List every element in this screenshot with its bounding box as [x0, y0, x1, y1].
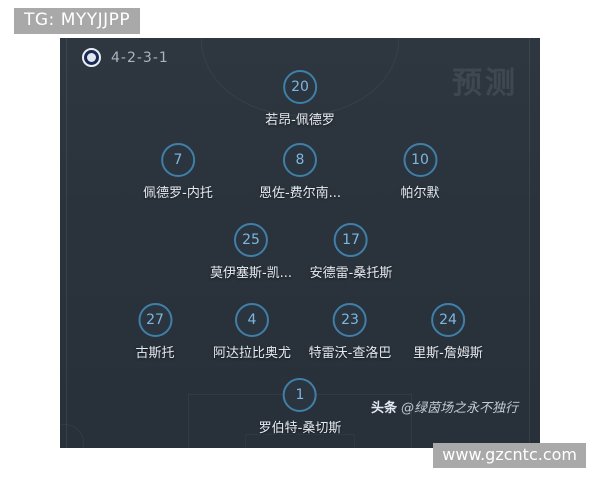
player-number-badge: 25: [234, 223, 268, 257]
player-attacking-midfielder[interactable]: 8 恩佐-费尔南...: [259, 143, 341, 201]
player-number-badge: 8: [283, 143, 317, 177]
player-name-label: 安德雷-桑托斯: [309, 266, 393, 281]
player-name-label: 莫伊塞斯-凯...: [209, 266, 293, 281]
player-name-label: 古斯托: [135, 346, 175, 361]
attribution: 头条 @绿茵场之永不独行: [371, 397, 518, 416]
player-right-back[interactable]: 24 里斯-詹姆斯: [413, 303, 483, 361]
player-name-label: 阿达拉比奥尤: [212, 346, 292, 361]
player-name-label: 里斯-詹姆斯: [413, 346, 483, 361]
player-number-badge: 7: [160, 143, 195, 177]
prediction-watermark: 预测: [452, 66, 518, 101]
telegram-watermark: TG: MYYJJPP: [14, 8, 141, 34]
player-name-label: 罗伯特-桑切斯: [258, 421, 342, 436]
attribution-source: 头条: [370, 401, 397, 416]
chelsea-crest-icon: [82, 48, 101, 67]
pitch-line-right-touchline: [529, 38, 530, 448]
player-name-label: 帕尔默: [400, 186, 440, 201]
player-number-badge: 23: [332, 303, 367, 337]
player-defensive-midfielder[interactable]: 25 莫伊塞斯-凯...: [210, 223, 292, 281]
player-centre-back[interactable]: 23 特雷沃-查洛巴: [308, 303, 392, 361]
player-number-badge: 24: [430, 303, 465, 337]
player-name-label: 佩德罗-内托: [143, 186, 213, 201]
pitch-line-left-touchline: [66, 38, 67, 448]
player-number-badge: 27: [137, 303, 172, 337]
player-left-winger[interactable]: 7 佩德罗-内托: [143, 143, 213, 201]
player-name-label: 特雷沃-查洛巴: [308, 346, 392, 361]
player-name-label: 若昂-佩德罗: [265, 113, 335, 128]
site-watermark: www.gzcntc.com: [433, 443, 586, 468]
player-number-badge: 20: [282, 70, 317, 104]
player-number-badge: 10: [402, 143, 437, 177]
player-striker[interactable]: 20 若昂-佩德罗: [265, 70, 335, 128]
player-number-badge: 17: [333, 223, 368, 257]
player-name-label: 恩佐-费尔南...: [258, 186, 342, 201]
player-left-back[interactable]: 27 古斯托: [135, 303, 175, 361]
player-number-badge: 1: [282, 378, 317, 412]
player-goalkeeper[interactable]: 1 罗伯特-桑切斯: [258, 378, 342, 436]
pitch-goal-box: [245, 434, 355, 448]
player-defensive-midfielder[interactable]: 17 安德雷-桑托斯: [309, 223, 393, 281]
attribution-handle: @绿茵场之永不独行: [400, 401, 518, 416]
player-number-badge: 4: [234, 303, 269, 337]
player-centre-back[interactable]: 4 阿达拉比奥尤: [213, 303, 291, 361]
lineup-pitch: 4-2-3-1 预测 头条 @绿茵场之永不独行 20 若昂-佩德罗 7 佩德罗-内托 8…: [60, 38, 540, 448]
formation-label: 4-2-3-1: [111, 49, 169, 66]
player-right-winger[interactable]: 10 帕尔默: [400, 143, 440, 201]
lineup-header: 4-2-3-1: [82, 48, 169, 67]
